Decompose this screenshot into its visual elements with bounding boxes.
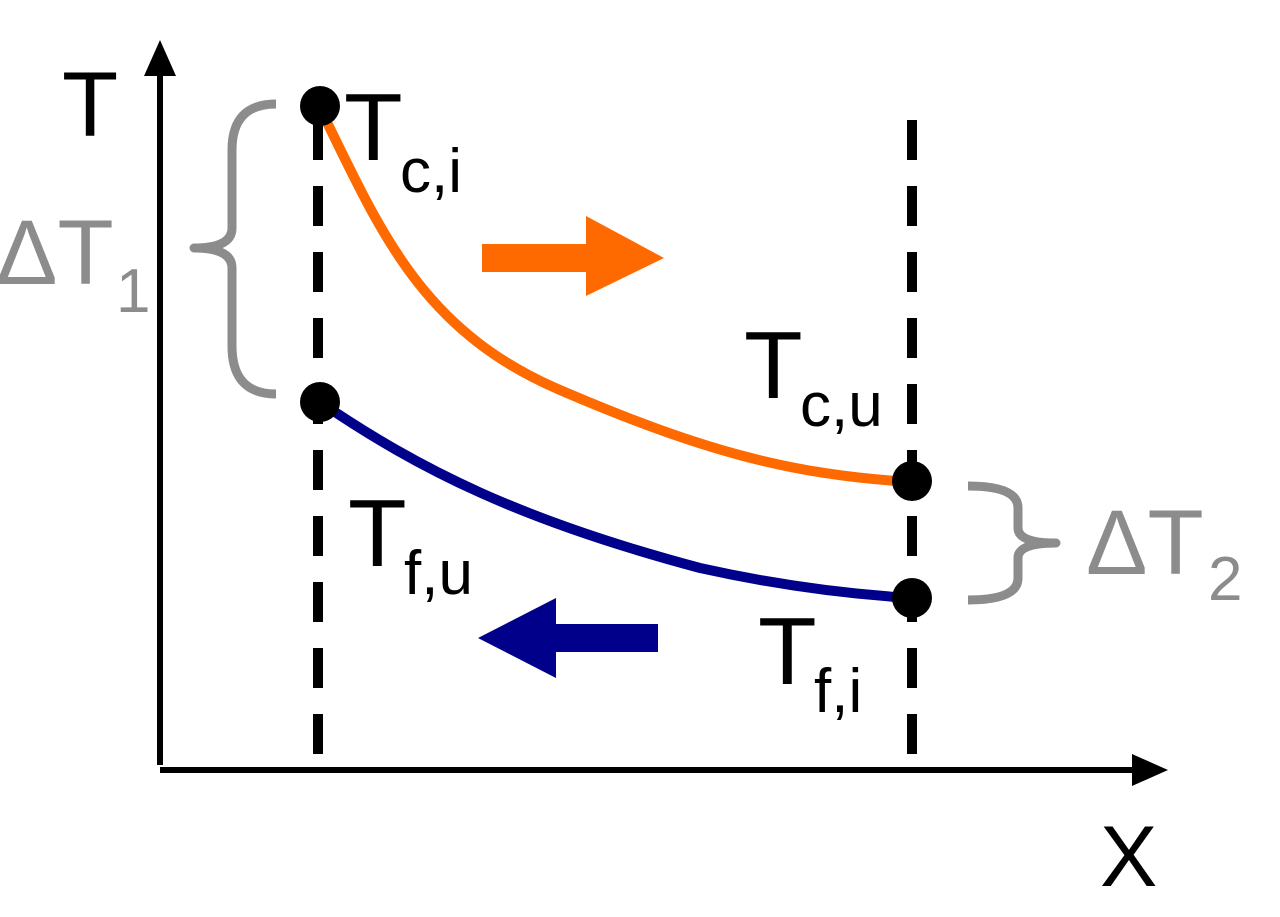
cold-inlet-label-main: T (758, 598, 817, 705)
hot-outlet-label-main: T (744, 312, 803, 419)
delta-t2-label: ΔT 2 (1086, 492, 1242, 614)
delta-t1-label-sub: 1 (116, 257, 150, 326)
delta-t1-brace (189, 99, 277, 399)
y-axis-arrowhead (144, 40, 176, 76)
state-points (300, 86, 932, 618)
cold-flow-arrow-shaft (548, 624, 658, 652)
hot-inlet-label-sub: c,i (400, 137, 462, 206)
cold-outlet-label: T f,u (348, 480, 473, 608)
delta-t2-brace (967, 481, 1061, 605)
cold-flow-arrow (478, 598, 658, 678)
hot-inlet-label: T c,i (344, 74, 462, 206)
axes (144, 40, 1168, 786)
delta-t1-label: ΔT 1 (0, 202, 150, 326)
hot-flow-arrow (482, 216, 664, 296)
hot-outlet-label: T c,u (744, 312, 883, 440)
y-axis-label: T (62, 54, 118, 156)
hot-flow-arrow-head (586, 216, 664, 296)
x-axis-label: X (1100, 809, 1157, 905)
delta-t1-label-main: ΔT (0, 202, 114, 304)
cold-flow-arrow-head (478, 598, 556, 678)
delta-t2-label-main: ΔT (1086, 492, 1204, 594)
cold-outlet-label-main: T (348, 480, 407, 587)
x-axis-arrowhead (1132, 754, 1168, 786)
hot-flow-arrow-shaft (482, 244, 592, 272)
hot-outlet-label-sub: c,u (800, 371, 883, 440)
delta-t2-label-sub: 2 (1208, 545, 1242, 614)
boundaries (313, 120, 917, 780)
cold-inlet-label: T f,i (758, 598, 862, 726)
cold-inlet-point (892, 578, 932, 618)
cold-outlet-label-sub: f,u (404, 539, 473, 608)
hot-inlet-label-main: T (344, 74, 403, 181)
cold-inlet-label-sub: f,i (814, 657, 862, 726)
hot-stream-curve (315, 103, 917, 487)
hot-inlet-point (300, 86, 340, 126)
cold-stream-curve (315, 397, 917, 603)
hot-outlet-point (892, 461, 932, 501)
cold-outlet-point (300, 382, 340, 422)
